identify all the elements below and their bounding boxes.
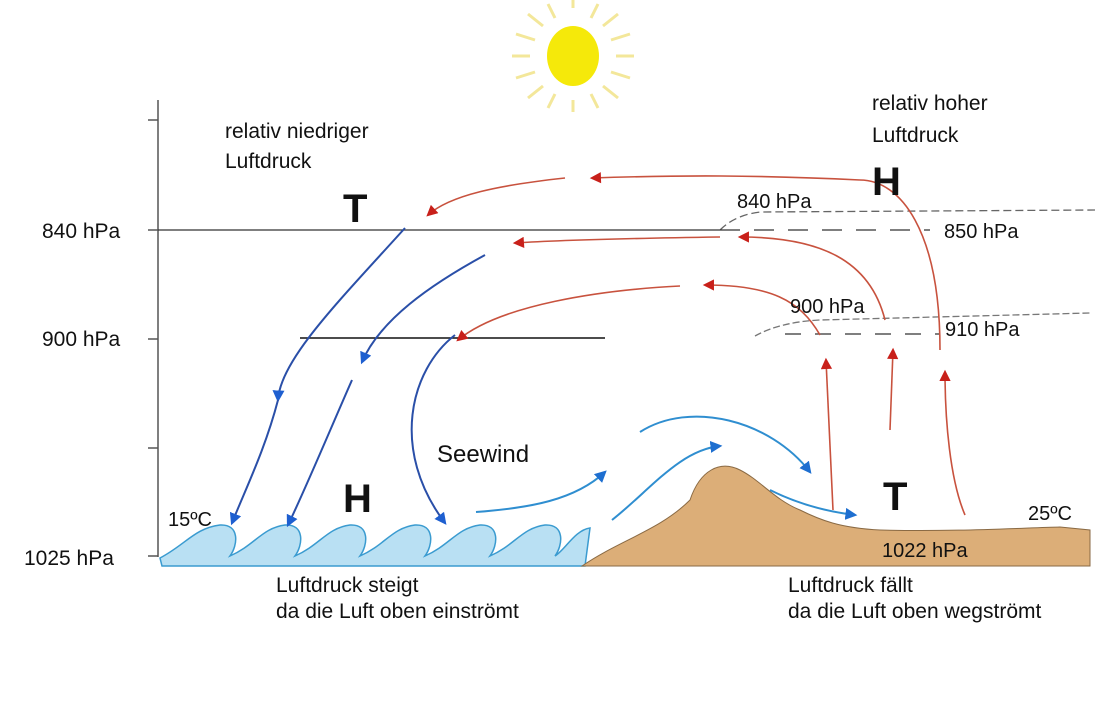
land-surface-pressure: 1022 hPa [882,540,969,562]
axis-label-840: 840 hPa [42,220,121,243]
isobar-label-850: 850 hPa [944,221,1019,243]
right-title-line2: Luftdruck [872,124,959,147]
left-caption-line1: Luftdruck steigt [276,574,419,597]
land-temperature: 25ºC [1028,503,1072,525]
sea-water [159,524,591,567]
isobar-label-840: 840 hPa [737,191,812,213]
sun-icon [512,0,634,112]
surface-low-symbol: T [883,475,907,519]
seewind-label: Seewind [437,441,529,468]
axis-label-900: 900 hPa [42,328,121,351]
left-title-line2: Luftdruck [225,150,312,173]
return-flow-arrows [426,172,966,516]
upper-low-symbol: T [343,187,367,231]
left-title-line1: relativ niedriger [225,120,369,143]
right-caption-line2: da die Luft oben wegströmt [788,600,1041,623]
right-title-line1: relativ hoher [872,92,988,115]
axis-label-1025: 1025 hPa [24,547,114,570]
left-caption-line2: da die Luft oben einströmt [276,600,519,623]
sea-temperature: 15ºC [168,509,212,531]
surface-high-symbol: H [343,477,372,521]
pressure-axis [148,100,159,557]
right-caption-line1: Luftdruck fällt [788,574,913,597]
upper-high-symbol: H [872,160,901,204]
sea-breeze-arrows [475,415,858,521]
descending-air-arrows [229,227,486,528]
isobar-label-910: 910 hPa [945,319,1020,341]
land-hill [580,465,1091,567]
isobar-label-900: 900 hPa [790,296,865,318]
